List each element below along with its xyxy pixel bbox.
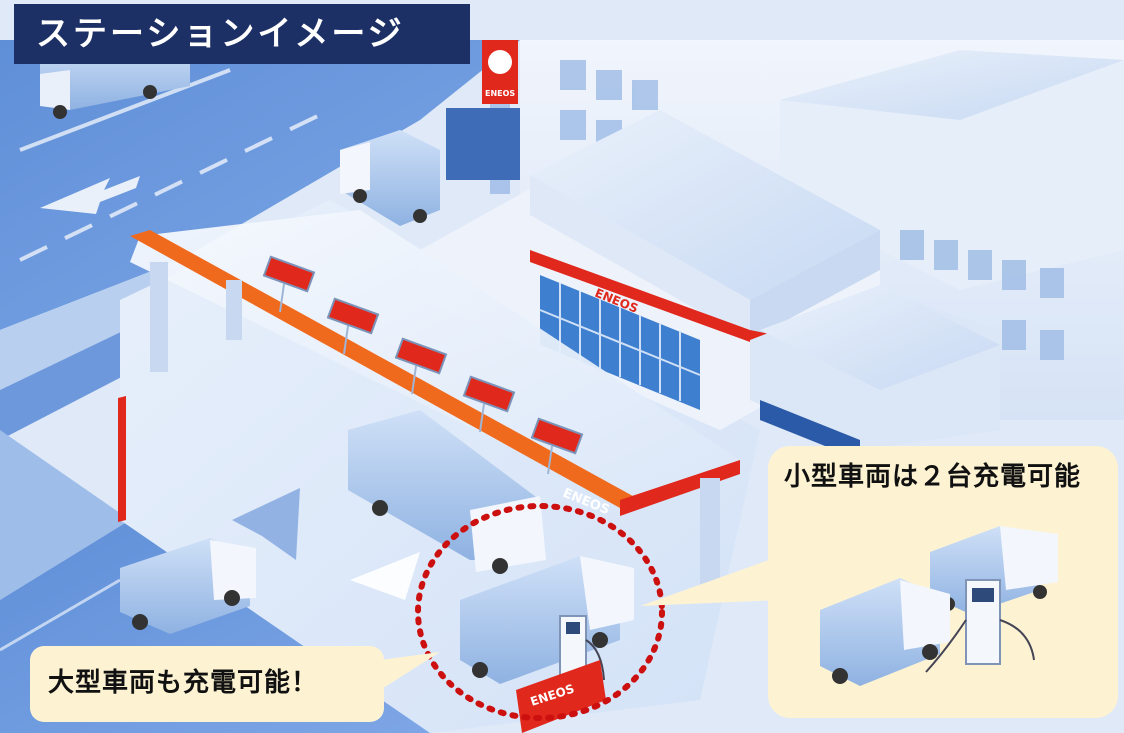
truck-icon [930,526,1058,614]
page-title: ステーションイメージ [14,4,470,64]
truck-icon [120,538,256,634]
ev-charger-icon [925,579,1035,673]
lot-arrow-right-icon [350,552,420,600]
pole-brand-label: ENEOS [485,89,515,98]
brand-sign-pole: ENEOS [446,40,520,194]
small-vehicle-callout-text: 小型車両は２台充電可能 [784,462,1082,492]
large-vehicle-highlight [415,503,665,721]
small-vehicle-callout [640,446,1118,718]
large-vehicle-callout-text: 大型車両も充電可能！ [48,668,319,698]
road-arrow-icon [40,176,140,214]
lot-arrow-left-icon [232,488,300,560]
large-vehicle-callout [30,646,440,722]
ground-brand-sign: ENEOS [516,660,606,733]
truck-icon [820,578,950,686]
canopy: ENEOS [118,210,740,598]
shop-building: ENEOS [420,110,1000,460]
truck-icon [340,130,440,226]
ev-charger-icon [559,615,605,681]
